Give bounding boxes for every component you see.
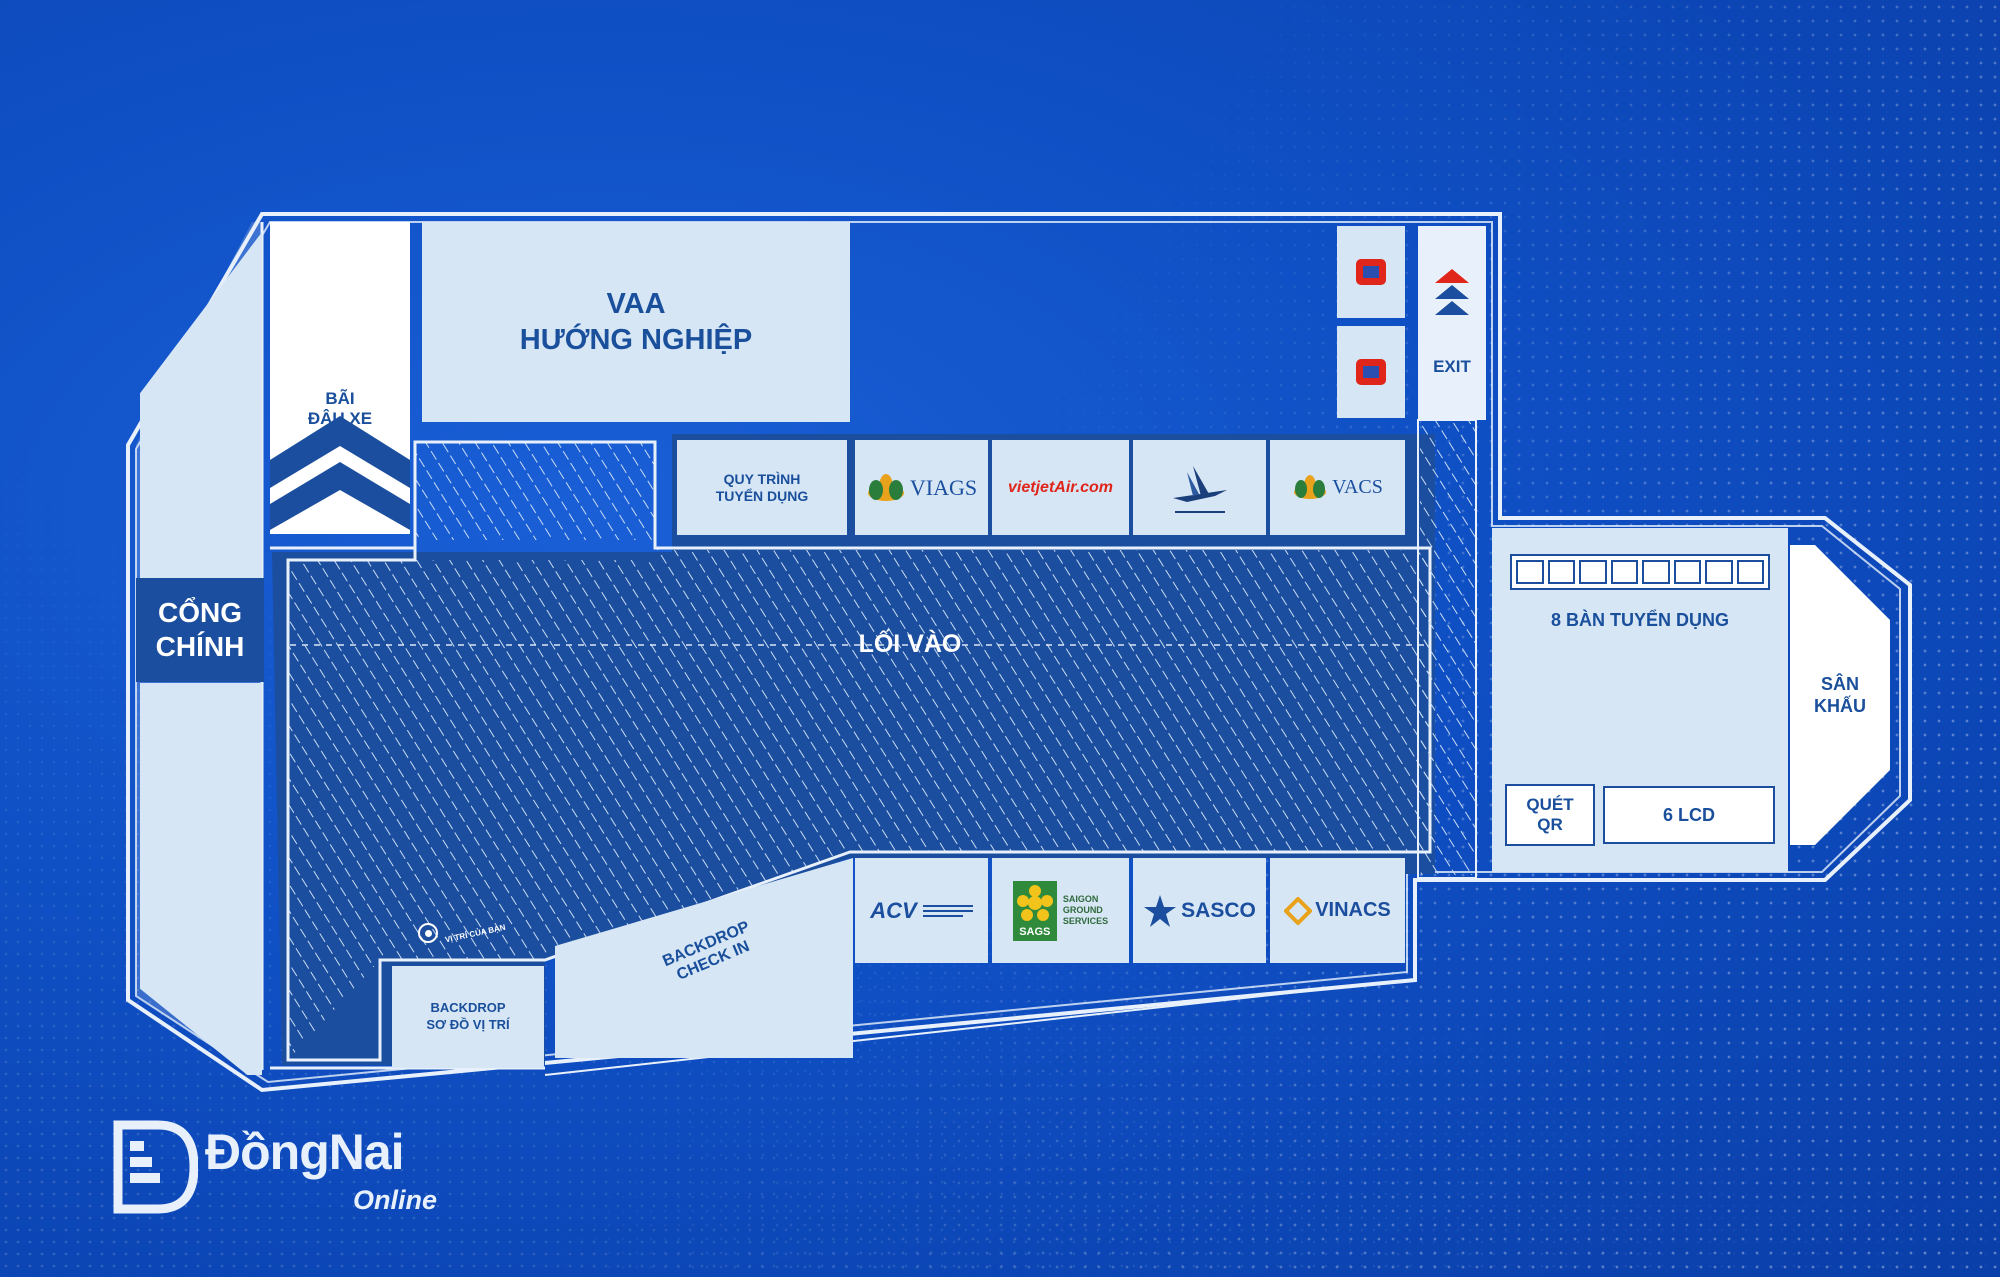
booth-airline-academy bbox=[1133, 440, 1266, 535]
vacs-lotus-icon bbox=[1294, 474, 1327, 499]
table-slot bbox=[1579, 560, 1607, 584]
table-slot bbox=[1736, 560, 1764, 584]
process-label-1: QUY TRÌNH bbox=[723, 470, 801, 487]
booth-vacs: VACS bbox=[1270, 440, 1405, 535]
lotus-icon bbox=[867, 473, 904, 501]
sags-text-block: SAIGON GROUND SERVICES bbox=[1063, 894, 1108, 928]
booth-logo-icon-2 bbox=[1356, 359, 1386, 385]
qr-scan: QUÉT QR bbox=[1505, 784, 1595, 846]
dongnai-logo-icon bbox=[113, 1120, 198, 1214]
plane-logo-icon bbox=[1172, 465, 1227, 513]
entrance-label: LỐI VÀO bbox=[858, 630, 962, 658]
sags-logo-text: SAGS bbox=[1019, 925, 1051, 938]
lcd-screens: 6 LCD bbox=[1603, 786, 1775, 844]
vaa-career-zone: VAA HƯỚNG NGHIỆP bbox=[422, 222, 850, 422]
sags-text-1: SAIGON bbox=[1062, 893, 1099, 904]
vinacs-logo-text: VINACS bbox=[1315, 899, 1391, 921]
top-right-booth-2 bbox=[1337, 326, 1405, 418]
table-slot bbox=[1642, 560, 1670, 584]
booth-sags: SAGS SAIGON GROUND SERVICES bbox=[992, 858, 1129, 963]
outer-outline bbox=[126, 212, 1912, 1093]
backdrop-map: BACKDROP SƠ ĐỒ VỊ TRÍ bbox=[392, 966, 544, 1068]
booth-viags: VIAGS bbox=[855, 440, 988, 535]
table-slot bbox=[1673, 560, 1701, 584]
main-gate-line2: CHÍNH bbox=[155, 631, 245, 662]
acv-logo-text: ACV bbox=[870, 897, 917, 923]
acv-sub-lines bbox=[922, 904, 973, 917]
vaa-label-2: HƯỚNG NGHIỆP bbox=[519, 324, 753, 356]
exit-arrows-icon bbox=[1435, 269, 1469, 315]
stage-label-2: KHẤU bbox=[1814, 696, 1866, 716]
parking-label-1: BÃI bbox=[325, 388, 355, 408]
watermark-sub: Online bbox=[353, 1185, 438, 1215]
table-slot bbox=[1516, 560, 1544, 584]
top-right-booth-1 bbox=[1337, 226, 1405, 318]
recruitment-tables-row bbox=[1510, 554, 1770, 590]
exit-label: EXIT bbox=[1433, 357, 1471, 376]
table-slot bbox=[1610, 560, 1638, 584]
recruitment-tables-label: 8 BÀN TUYỂN DỤNG bbox=[1550, 610, 1729, 630]
vinacs-diamond-icon bbox=[1284, 896, 1313, 925]
recruitment-process: QUY TRÌNH TUYỂN DỤNG bbox=[677, 440, 847, 535]
process-label-2: TUYỂN DỤNG bbox=[715, 487, 809, 504]
sasco-star-icon bbox=[1144, 894, 1177, 927]
table-slot bbox=[1547, 560, 1575, 584]
qr-label-2: QR bbox=[1537, 815, 1563, 834]
sags-logo-box: SAGS bbox=[1012, 880, 1057, 941]
viags-logo-text: VIAGS bbox=[909, 474, 978, 500]
booth-vinacs: VINACS bbox=[1270, 858, 1405, 963]
sags-flower-icon bbox=[1016, 884, 1053, 921]
stage-label-1: SÂN bbox=[1820, 673, 1859, 694]
vaa-label-1: VAA bbox=[606, 287, 666, 320]
sags-text-3: SERVICES bbox=[1062, 916, 1109, 927]
sags-text-2: GROUND bbox=[1062, 904, 1103, 915]
inner-outline bbox=[135, 221, 1901, 1084]
booth-logo-icon-1 bbox=[1356, 259, 1386, 285]
booth-vietjet: vietjetAir.com bbox=[992, 440, 1129, 535]
map-backdrop-line-1: BACKDROP bbox=[430, 1000, 506, 1016]
vacs-logo-text: VACS bbox=[1332, 476, 1383, 498]
qr-label-1: QUÉT bbox=[1526, 794, 1574, 814]
booth-acv: ACV bbox=[855, 858, 988, 963]
map-backdrop-line-2: SƠ ĐỒ VỊ TRÍ bbox=[426, 1017, 510, 1032]
main-gate: CỔNG CHÍNH bbox=[136, 578, 264, 682]
entrance-area bbox=[288, 442, 1430, 1060]
parking-arrows-icon bbox=[270, 416, 410, 530]
booth-sasco: SASCO bbox=[1133, 858, 1266, 963]
sasco-logo-text: SASCO bbox=[1181, 898, 1256, 922]
watermark-brand: ĐồngNai bbox=[205, 1124, 405, 1180]
table-slot bbox=[1705, 560, 1733, 584]
exit-zone: EXIT bbox=[1418, 226, 1486, 420]
lcd-label: 6 LCD bbox=[1662, 804, 1715, 825]
vietjet-logo-text: vietjetAir.com bbox=[1008, 478, 1113, 496]
you-are-here-marker bbox=[418, 923, 438, 943]
main-gate-line1: CỔNG bbox=[158, 597, 242, 629]
